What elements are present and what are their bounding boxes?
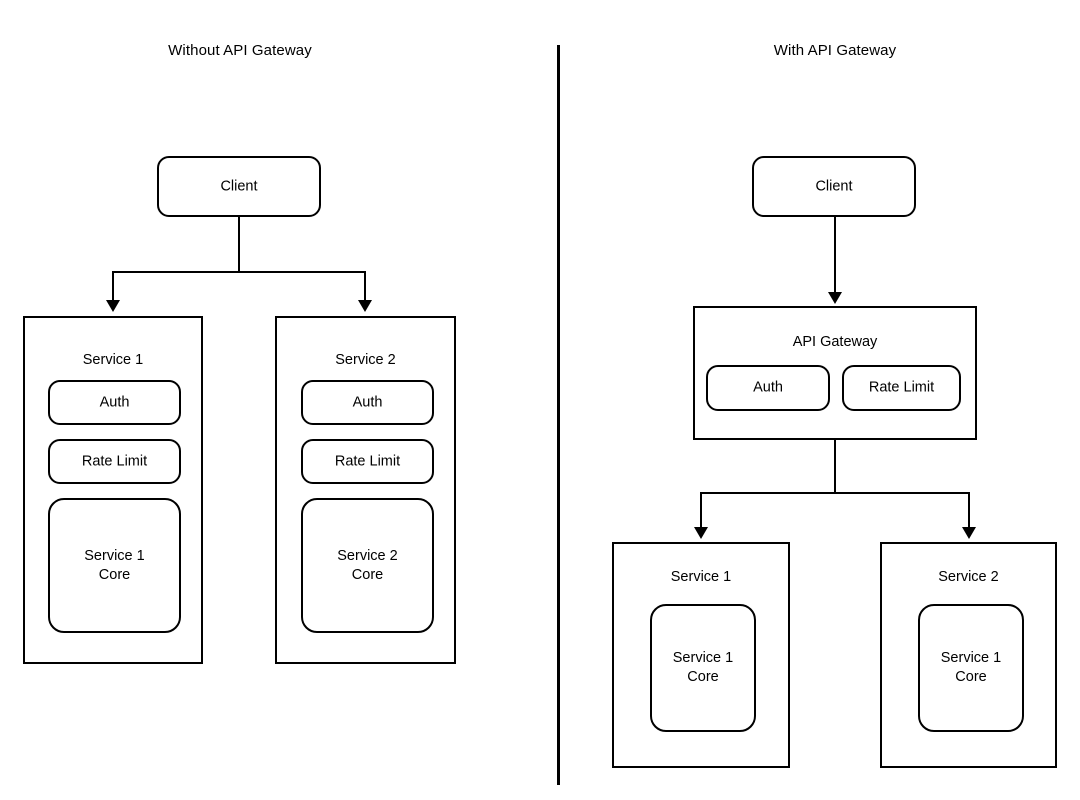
right-service-2-title: Service 2 — [938, 569, 999, 585]
left-client-box[interactable]: Client — [157, 156, 321, 217]
right-service-1-core-label: Service 1 Core — [672, 650, 734, 685]
left-service-2-auth-label: Auth — [352, 394, 383, 410]
right-service-2-core-box[interactable]: Service 1 Core — [918, 604, 1024, 732]
right-client-to-gateway-connector — [834, 217, 836, 296]
left-service-1-rate-limit-label: Rate Limit — [81, 453, 148, 469]
left-arrow-head-1 — [106, 300, 120, 312]
left-service-1-core-box[interactable]: Service 1 Core — [48, 498, 181, 633]
right-client-arrow-head — [828, 292, 842, 304]
right-service-2-box[interactable]: Service 2 Service 1 Core — [880, 542, 1057, 768]
left-service-2-box[interactable]: Service 2 Auth Rate Limit Service 2 Core — [275, 316, 456, 664]
api-gateway-title: API Gateway — [792, 334, 878, 350]
api-gateway-rate-limit-label: Rate Limit — [868, 379, 935, 396]
left-service-2-rate-limit-box[interactable]: Rate Limit — [301, 439, 434, 484]
left-split-bar-connector — [112, 271, 366, 273]
left-service-2-auth-box[interactable]: Auth — [301, 380, 434, 425]
right-arrow-head-1 — [694, 527, 708, 539]
right-panel-title: With API Gateway — [773, 42, 897, 59]
right-split-bar-connector — [700, 492, 970, 494]
api-gateway-auth-label: Auth — [753, 379, 783, 396]
right-client-label: Client — [815, 178, 853, 194]
right-branch-connector-1 — [700, 492, 702, 530]
left-client-trunk-connector — [238, 217, 240, 272]
left-service-2-core-label: Service 2 Core — [337, 547, 398, 583]
right-service-1-box[interactable]: Service 1 Service 1 Core — [612, 542, 790, 768]
left-service-1-box[interactable]: Service 1 Auth Rate Limit Service 1 Core — [23, 316, 203, 664]
left-service-1-title: Service 1 — [82, 352, 144, 368]
left-service-1-auth-label: Auth — [99, 394, 130, 410]
right-arrow-head-2 — [962, 527, 976, 539]
left-service-1-rate-limit-box[interactable]: Rate Limit — [48, 439, 181, 484]
left-branch-connector-2 — [364, 271, 366, 304]
left-service-2-core-box[interactable]: Service 2 Core — [301, 498, 434, 633]
right-client-box[interactable]: Client — [752, 156, 916, 217]
left-service-2-rate-limit-label: Rate Limit — [334, 453, 401, 469]
left-service-1-core-label: Service 1 Core — [84, 547, 145, 583]
left-branch-connector-1 — [112, 271, 114, 304]
right-gateway-trunk-connector — [834, 440, 836, 494]
right-service-1-title: Service 1 — [670, 569, 732, 585]
left-service-1-auth-box[interactable]: Auth — [48, 380, 181, 425]
left-panel-title: Without API Gateway — [168, 42, 312, 59]
right-branch-connector-2 — [968, 492, 970, 530]
panel-divider — [557, 45, 560, 785]
api-gateway-auth-box[interactable]: Auth — [706, 365, 830, 411]
right-service-2-core-label: Service 1 Core — [940, 650, 1002, 685]
api-gateway-rate-limit-box[interactable]: Rate Limit — [842, 365, 961, 411]
left-arrow-head-2 — [358, 300, 372, 312]
right-service-1-core-box[interactable]: Service 1 Core — [650, 604, 756, 732]
api-gateway-box[interactable]: API Gateway Auth Rate Limit — [693, 306, 977, 440]
left-service-2-title: Service 2 — [335, 352, 396, 368]
left-client-label: Client — [220, 178, 258, 194]
